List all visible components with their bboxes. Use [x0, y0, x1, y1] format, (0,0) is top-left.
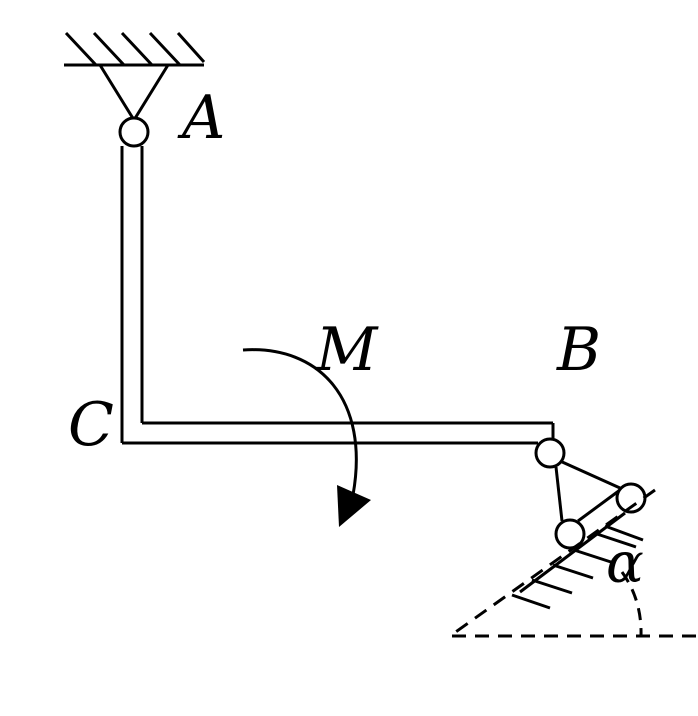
label-m: M — [315, 315, 379, 385]
label-b: B — [556, 315, 601, 385]
incline-hatching — [511, 524, 644, 610]
moment-arc — [242, 348, 358, 496]
link-bottom-right — [577, 488, 621, 523]
ceiling-hatching — [64, 31, 206, 67]
incline-dashed — [449, 488, 656, 638]
moment-arrowhead — [337, 485, 371, 527]
support-triangle — [98, 64, 170, 123]
label-c: C — [68, 390, 114, 460]
link-b-right — [559, 459, 621, 490]
bent-bar — [120, 146, 555, 445]
roller-lower — [554, 518, 586, 550]
pin-b — [534, 437, 566, 469]
inclined-plane — [449, 488, 698, 638]
label-a: A — [177, 83, 225, 153]
roller-support-b — [534, 437, 647, 550]
alpha-angle-arc — [620, 571, 643, 637]
label-alpha: α — [606, 531, 644, 596]
pin-a — [118, 116, 150, 148]
link-b-bottom — [554, 466, 564, 522]
moment-arrow — [242, 348, 371, 527]
